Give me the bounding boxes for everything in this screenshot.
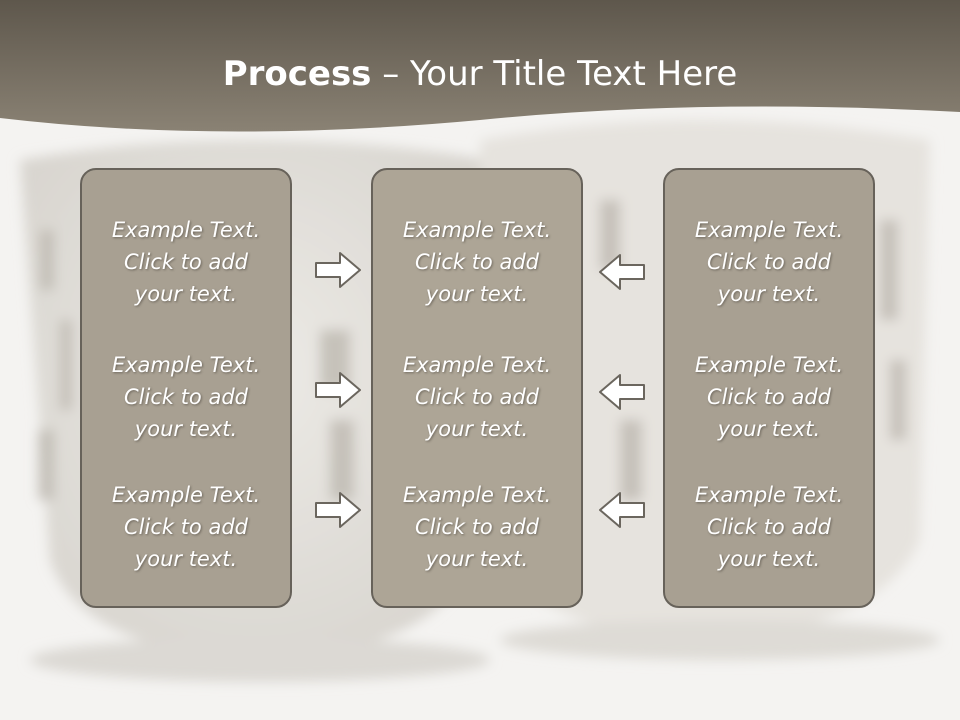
column-text-item[interactable]: Example Text. Click to add your text. [402,218,552,306]
title-rest: – Your Title Text Here [371,54,738,94]
header-band [0,0,960,132]
left-arrow-icon [599,374,645,410]
right-arrow-icon [315,372,361,408]
left-arrow-icon [599,492,645,528]
column-text-item[interactable]: Example Text. Click to add your text. [402,353,552,441]
column-text-item[interactable]: Example Text. Click to add your text. [111,483,261,571]
column-text-item[interactable]: Example Text. Click to add your text. [402,483,552,571]
right-arrow-icon [315,252,361,288]
process-column-center[interactable]: Example Text. Click to add your text. Ex… [371,168,583,608]
column-text-item[interactable]: Example Text. Click to add your text. [694,218,844,306]
column-text-item[interactable]: Example Text. Click to add your text. [111,218,261,306]
column-text-item[interactable]: Example Text. Click to add your text. [111,353,261,441]
column-text-item[interactable]: Example Text. Click to add your text. [694,353,844,441]
slide-title[interactable]: Process – Your Title Text Here [0,52,960,96]
title-bold: Process [222,54,372,94]
right-arrow-icon [315,492,361,528]
left-arrow-icon [599,254,645,290]
column-text-item[interactable]: Example Text. Click to add your text. [694,483,844,571]
process-column-left[interactable]: Example Text. Click to add your text. Ex… [80,168,292,608]
process-column-right[interactable]: Example Text. Click to add your text. Ex… [663,168,875,608]
